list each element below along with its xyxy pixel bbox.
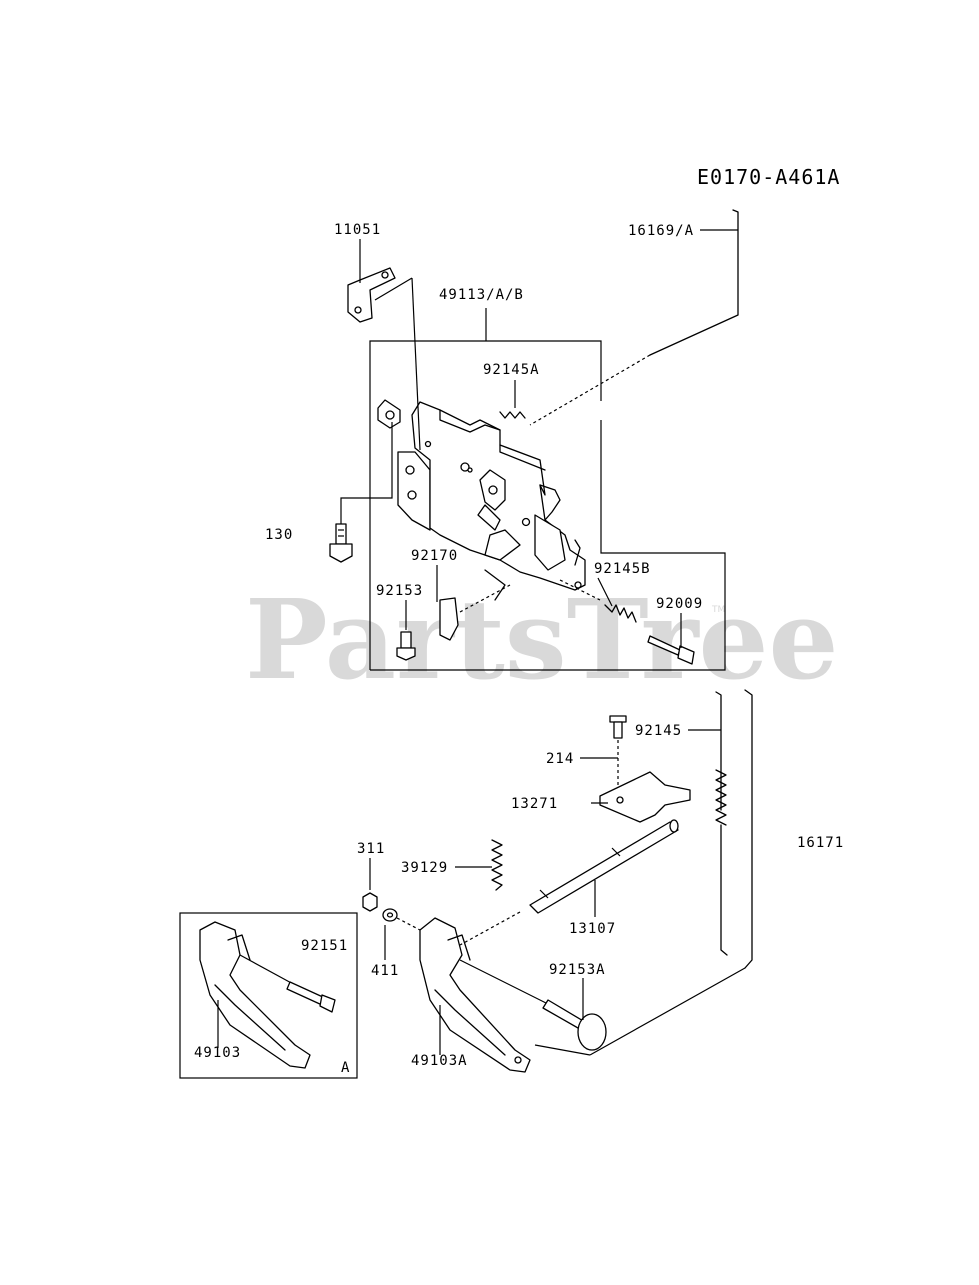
spring-92145-coil [715, 769, 727, 826]
callout-411: 411 [371, 963, 399, 979]
washer-411-hole [386, 912, 394, 918]
screw-hole [385, 410, 395, 420]
cable-16171 [744, 689, 753, 969]
lever-49103A-hook [447, 934, 471, 961]
spring-92145-top-wire [715, 691, 722, 811]
callout-92145B: 92145B [594, 561, 651, 577]
lever-49103-hook [227, 934, 251, 961]
callout-inset-a: A [341, 1060, 350, 1076]
cable-16171-link-2 [534, 1044, 591, 1056]
watermark-text: PartsTree [245, 575, 839, 704]
bolt-92151-head [319, 994, 336, 1013]
screw-130-head [329, 543, 353, 563]
screw-214-shank [613, 721, 623, 739]
clip-92170 [439, 597, 459, 641]
callout-130: 130 [265, 527, 293, 543]
shaft-end [669, 819, 679, 833]
callout-92153: 92153 [376, 583, 423, 599]
side-lever-hook [574, 539, 581, 566]
lever-49103A-slot [434, 989, 506, 1056]
callout-49103: 49103 [194, 1045, 241, 1061]
bolt-92151-shank [286, 981, 326, 1006]
screw-92153-head [396, 647, 416, 661]
watermark: PartsTree TM [245, 575, 839, 704]
plate-hole-5 [460, 462, 470, 472]
side-lever-hole [574, 581, 582, 589]
choke-lever [484, 529, 521, 561]
callout-92153A: 92153A [549, 962, 606, 978]
bracket-hole-1 [354, 306, 362, 314]
plate-hole-3 [424, 440, 432, 448]
callout-16171: 16171 [797, 835, 844, 851]
cable-16169-link [529, 354, 651, 426]
lever-49103 [199, 921, 311, 1069]
inset-box-a [179, 912, 358, 1079]
callout-49103A: 49103A [411, 1053, 468, 1069]
bolt-92009-head [677, 645, 695, 665]
bracket-hole-2 [381, 271, 389, 279]
lever-49103-slot [214, 984, 286, 1051]
spring-guide [559, 579, 601, 601]
spring-92145A [499, 411, 526, 419]
plate-hole-4 [521, 517, 531, 527]
lower-link [484, 569, 506, 601]
bracket-guide-1 [374, 277, 413, 301]
callout-92145A: 92145A [483, 362, 540, 378]
lever-guide [459, 959, 561, 1011]
lever-arm [477, 504, 501, 531]
plate-hole-2 [407, 490, 417, 500]
cable-16169-top [649, 209, 739, 356]
shaft-13107 [529, 821, 679, 914]
inset-guide [239, 954, 296, 986]
screw-130-shank [335, 523, 347, 545]
control-plate-edge [439, 409, 501, 433]
callout-92009: 92009 [656, 596, 703, 612]
shaft-guide [459, 911, 521, 946]
callout-214: 214 [546, 751, 574, 767]
lever-49103A [419, 917, 531, 1073]
leader-92145B [597, 577, 613, 607]
callout-labels: 11051 16169/A 49113/A/B 92145A 130 92170… [194, 222, 844, 1076]
plate-hole-1 [405, 465, 415, 475]
plate-13271 [599, 771, 691, 823]
spring-92145B [604, 604, 637, 623]
screw-92153-shank [400, 631, 412, 649]
watermark-trademark: TM [711, 605, 725, 615]
shaft-ring-1 [539, 889, 549, 899]
diagram-code: E0170-A461A [697, 165, 840, 189]
cable-16171-link [589, 967, 746, 1056]
callout-311: 311 [357, 841, 385, 857]
control-lever-group [179, 689, 753, 1079]
lever-hole [488, 485, 498, 495]
control-plate-edge-2 [499, 444, 546, 471]
spring-92145-bottom-wire [720, 824, 728, 956]
control-plate-group [329, 209, 739, 671]
group-box-right [370, 420, 726, 671]
nut-311 [362, 892, 378, 912]
control-plate-tab [539, 484, 561, 521]
callout-13271: 13271 [511, 796, 558, 812]
side-lever [534, 514, 566, 571]
callout-92170: 92170 [411, 548, 458, 564]
callout-92145: 92145 [635, 723, 682, 739]
callout-49113: 49113/A/B [439, 287, 524, 303]
washer-guide [396, 917, 421, 931]
spring-39129 [491, 839, 503, 891]
shaft-ring-2 [611, 847, 621, 857]
plate-13271-hole [616, 796, 624, 804]
callout-16169: 16169/A [628, 223, 694, 239]
callout-39129: 39129 [401, 860, 448, 876]
bolt-92153A-head [577, 1013, 607, 1051]
screw-214-head [609, 715, 627, 723]
callout-11051: 11051 [334, 222, 381, 238]
leader-screw-130 [340, 422, 393, 525]
callout-13107: 13107 [569, 921, 616, 937]
plate-hole-6 [467, 467, 473, 473]
lever-49103A-hole [514, 1056, 522, 1064]
callout-92151: 92151 [301, 938, 348, 954]
bracket-guide-2 [411, 277, 421, 451]
